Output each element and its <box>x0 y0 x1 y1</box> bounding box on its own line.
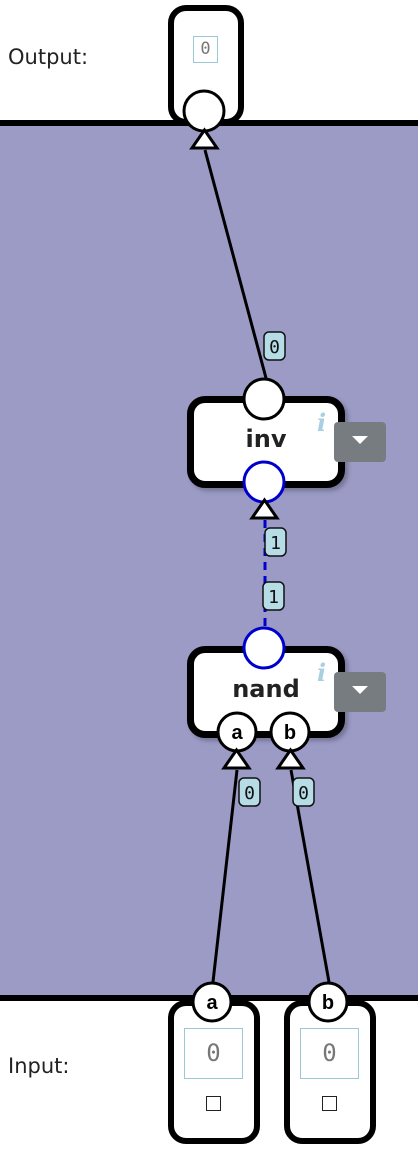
wire-value-inv-output: 0 <box>269 337 280 358</box>
wire-value-tag-input-a <box>238 777 261 807</box>
wire-value-input-b: 0 <box>298 783 309 804</box>
wire-value-nand-inv-bottom: 1 <box>268 587 279 608</box>
wire-value-tag-nand-inv-bottom <box>262 581 285 611</box>
circuit-canvas[interactable] <box>0 122 418 998</box>
nand-gate-title: nand <box>232 675 300 703</box>
output-arrow-icon <box>189 127 220 150</box>
input-b-value[interactable]: 0 <box>300 1028 359 1079</box>
wire-input-a-to-nand[interactable] <box>211 769 239 983</box>
input-b-pin[interactable] <box>307 981 349 1023</box>
input-b-pin-label: b <box>322 992 334 1014</box>
inv-gate-title: inv <box>245 425 287 453</box>
wire-value-tag-nand-inv-top <box>264 527 287 557</box>
input-a-pin[interactable] <box>191 981 233 1023</box>
wire-value-input-a: 0 <box>244 783 255 804</box>
wire-value-tag-input-b <box>292 777 315 807</box>
nand-a-arrow-icon <box>221 747 252 770</box>
inv-info-icon[interactable]: i <box>317 408 327 437</box>
inv-input-arrow-icon <box>249 497 280 520</box>
nand-output-pin[interactable] <box>242 626 286 670</box>
nand-b-arrow-icon <box>275 747 306 770</box>
inv-dropdown-caret-icon[interactable] <box>334 422 386 462</box>
wire-value-nand-inv-top: 1 <box>270 533 281 554</box>
wire-value-tag-inv-output <box>263 331 286 361</box>
input-a-checkbox-icon[interactable] <box>206 1096 221 1111</box>
nand-input-pin-a-label: a <box>231 722 243 744</box>
nand-dropdown-caret-icon[interactable] <box>334 672 386 712</box>
input-label: Input: <box>8 1054 70 1078</box>
input-a-value[interactable]: 0 <box>184 1028 243 1079</box>
inv-output-pin[interactable] <box>242 377 286 421</box>
output-value: 0 <box>193 36 218 63</box>
output-label: Output: <box>8 45 89 69</box>
input-a-pin-label: a <box>206 992 218 1014</box>
wire-inv-to-output[interactable] <box>203 149 268 379</box>
nand-input-pin-b-label: b <box>284 722 296 744</box>
inv-input-pin[interactable] <box>242 460 286 504</box>
input-b-checkbox-icon[interactable] <box>322 1096 337 1111</box>
nand-info-icon[interactable]: i <box>317 658 327 687</box>
output-pin-circle[interactable] <box>182 89 226 133</box>
